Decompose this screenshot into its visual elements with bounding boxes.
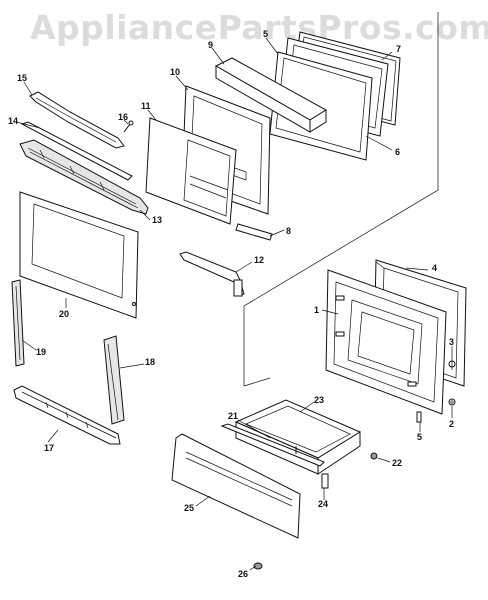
- callout-4: 4: [432, 263, 438, 273]
- right-side-trim: [103, 335, 125, 425]
- handle-trim: [29, 91, 125, 149]
- callout-26: 26: [238, 569, 249, 579]
- door-handle: [20, 121, 133, 181]
- left-side-trim: [11, 279, 25, 367]
- callout-15: 15: [17, 73, 28, 83]
- callout-2: 2: [449, 419, 455, 429]
- oven-front-frame: [325, 269, 447, 415]
- callout-20: 20: [59, 309, 70, 319]
- callout-21: 21: [228, 411, 239, 421]
- outer-door-panel: [19, 191, 139, 319]
- door-bottom-trim: [235, 223, 273, 241]
- drawer-front: [171, 433, 301, 539]
- callout-17: 17: [44, 443, 55, 453]
- callout-23: 23: [314, 395, 325, 405]
- oven-foot: [448, 398, 456, 406]
- callout-3: 3: [449, 337, 455, 347]
- callout-5: 5: [417, 432, 423, 442]
- callout-9: 9: [208, 40, 214, 50]
- drawer-slide: [321, 473, 329, 489]
- drawer-roller: [370, 452, 378, 460]
- door-inner-panel: [145, 117, 237, 225]
- watermark-text: AppliancePartsPros.com: [30, 8, 488, 47]
- door-insulation: [214, 57, 327, 133]
- callout-12: 12: [254, 255, 265, 265]
- handle-screw: [123, 120, 134, 133]
- drawer-rail: [220, 423, 325, 467]
- frame-screw: [416, 411, 422, 423]
- callout-24: 24: [318, 499, 329, 509]
- leader-lines: [15, 37, 453, 571]
- callout-13: 13: [152, 215, 163, 225]
- handle-assembly: [19, 139, 149, 215]
- callout-25: 25: [184, 503, 195, 513]
- oven-nut: [448, 358, 456, 370]
- bottom-vent-trim: [13, 385, 121, 445]
- callout-5-top: 5: [263, 29, 269, 39]
- callout-14: 14: [8, 116, 19, 126]
- callout-18: 18: [145, 357, 156, 367]
- callout-16: 16: [118, 112, 129, 122]
- door-hinge: [179, 251, 245, 297]
- callout-22: 22: [392, 458, 403, 468]
- callout-19: 19: [36, 347, 47, 357]
- callout-6: 6: [395, 147, 401, 157]
- section-divider-lines: [243, 12, 439, 387]
- callout-1: 1: [314, 305, 320, 315]
- drawer-glide: [253, 562, 263, 570]
- callout-8: 8: [286, 226, 292, 236]
- callout-10: 10: [170, 67, 181, 77]
- callout-7: 7: [396, 44, 402, 54]
- callout-11: 11: [141, 101, 151, 111]
